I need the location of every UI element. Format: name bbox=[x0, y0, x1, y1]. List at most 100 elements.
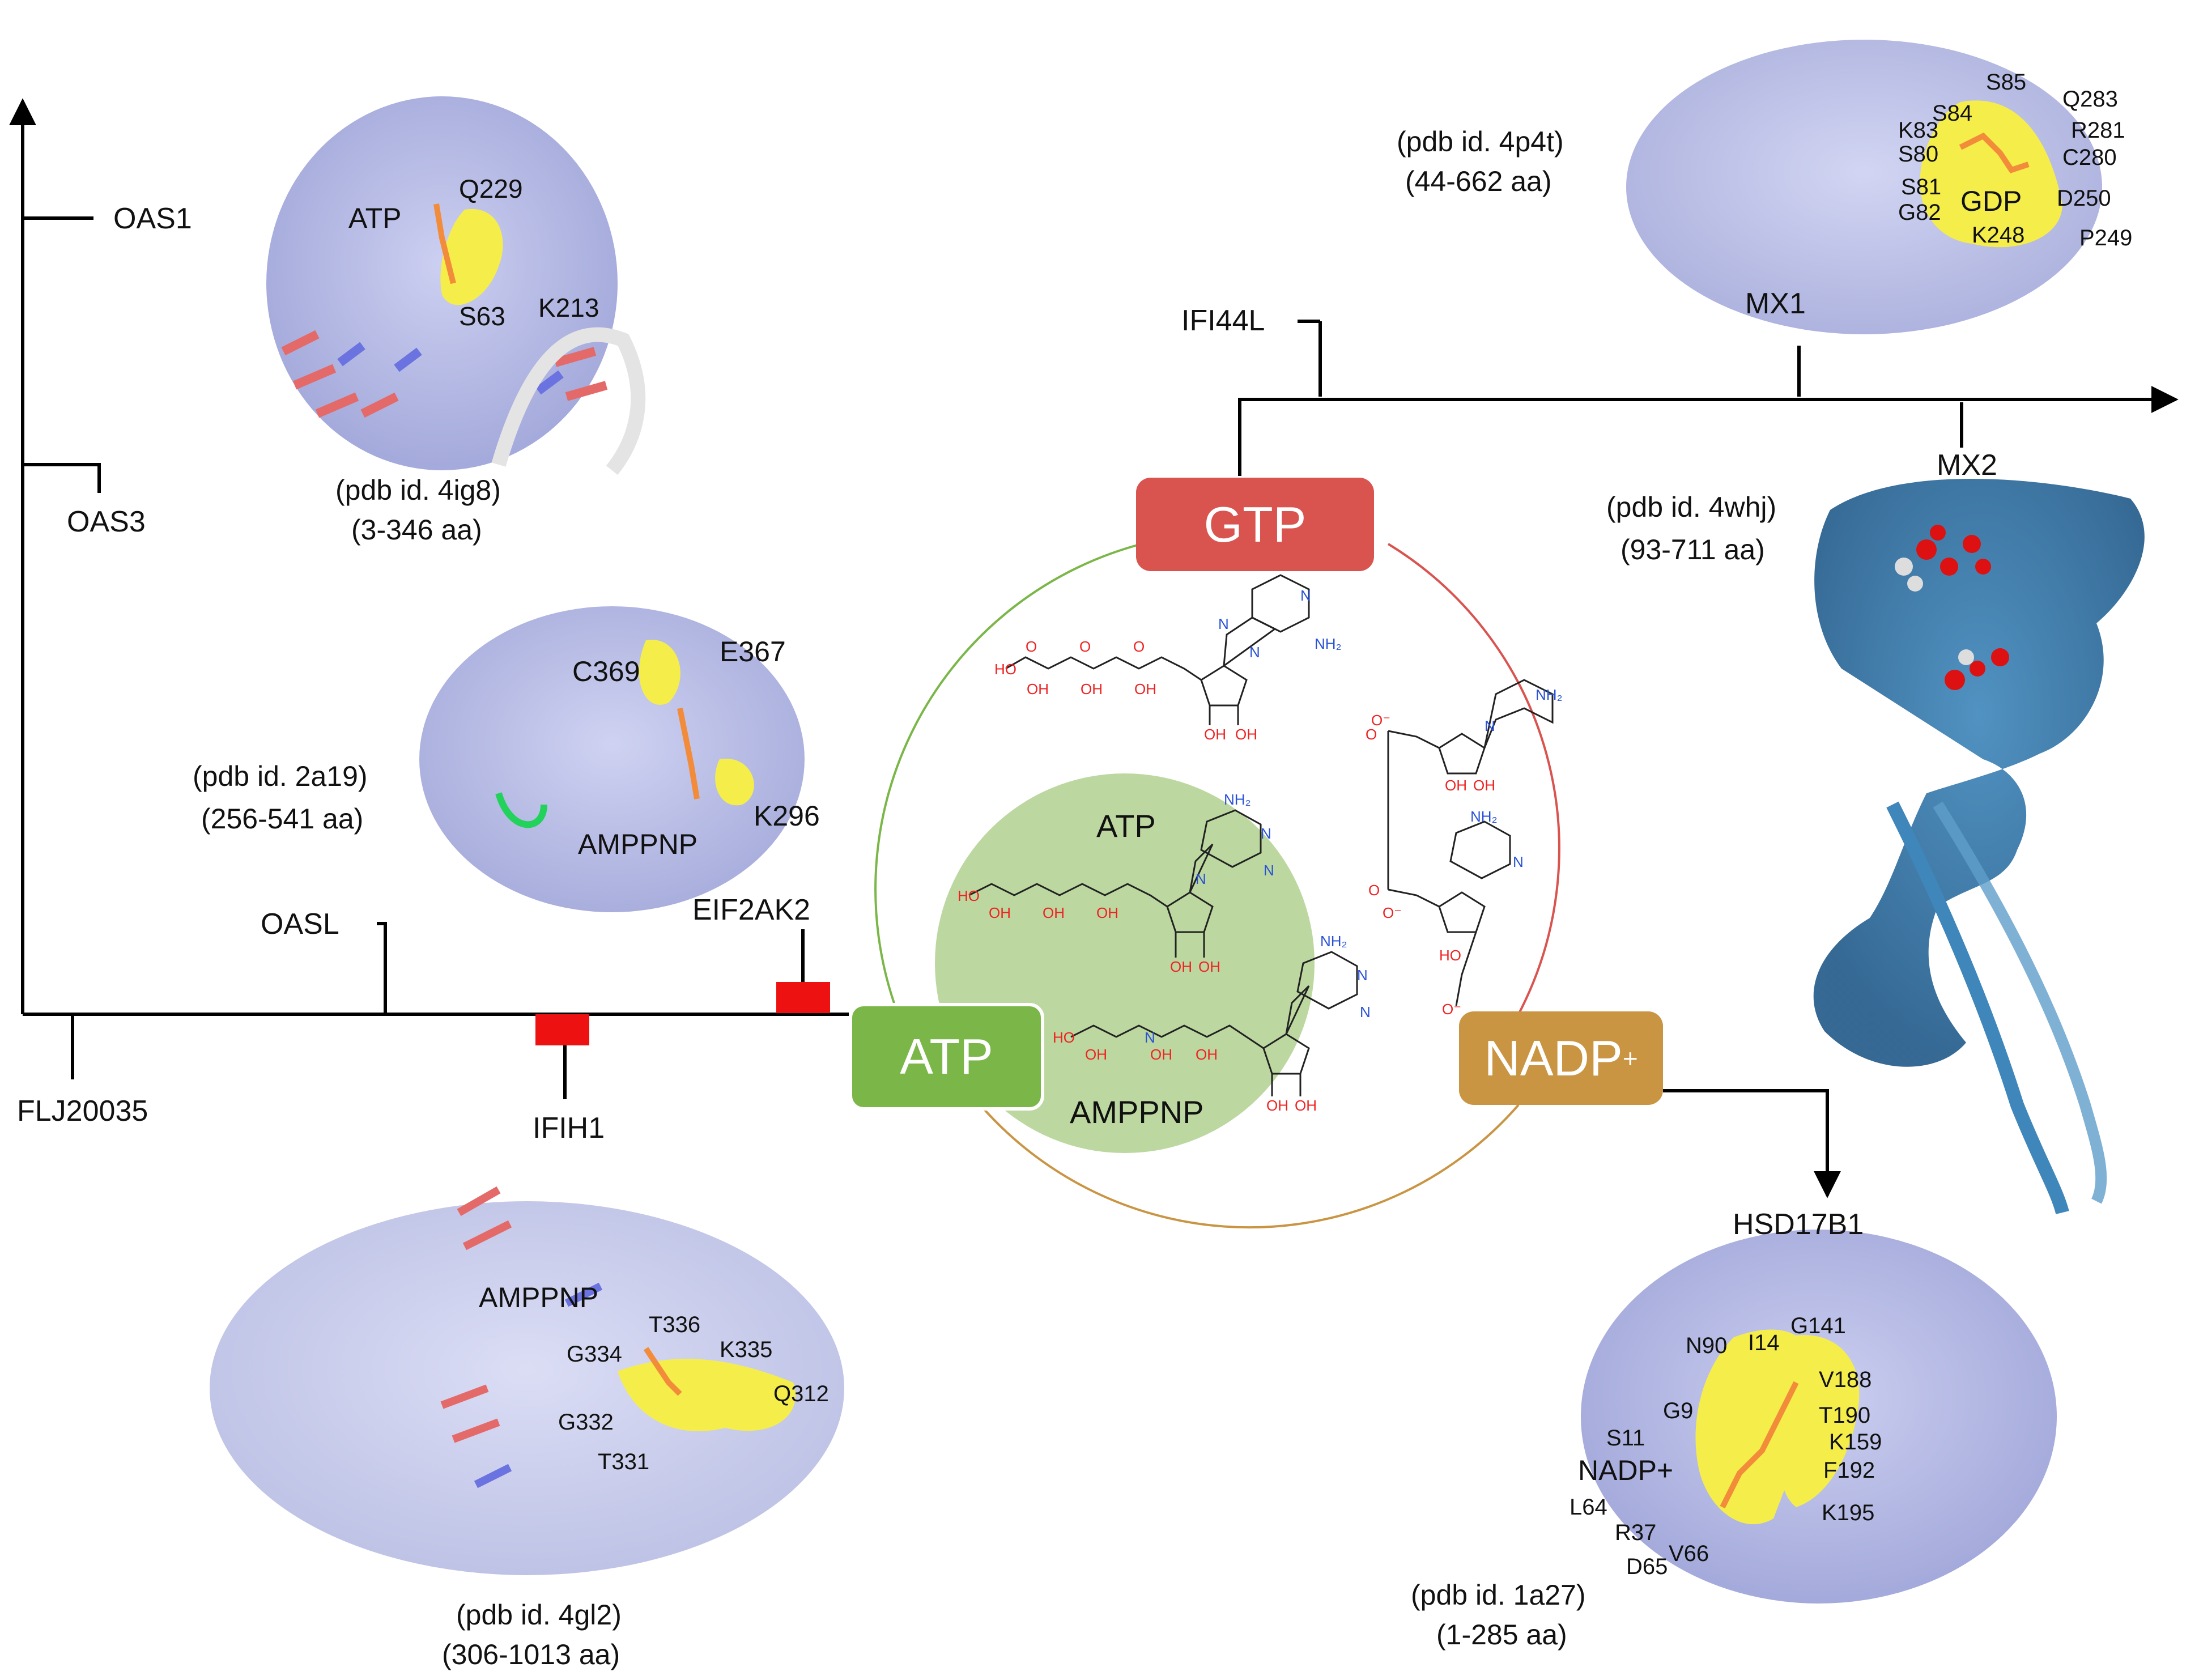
svg-text:O: O bbox=[1026, 638, 1037, 655]
mx1-residue: G82 bbox=[1898, 200, 1941, 225]
svg-text:O⁻: O⁻ bbox=[1383, 904, 1402, 921]
eif2ak2-residue: E367 bbox=[720, 636, 786, 667]
gtp-hub: GTP bbox=[1136, 478, 1374, 571]
hsd17b1-residue: K195 bbox=[1822, 1500, 1875, 1525]
amppnp-structure bbox=[1070, 951, 1358, 1096]
svg-text:OH: OH bbox=[1081, 680, 1103, 697]
mx2-pdb-id: (pdb id. 4whj) bbox=[1606, 491, 1777, 523]
central-circle bbox=[874, 543, 1560, 1229]
ifih1-residue: G332 bbox=[558, 1410, 614, 1435]
svg-text:O: O bbox=[1366, 726, 1377, 743]
hsd17b1-ligand: NADP+ bbox=[1578, 1454, 1674, 1486]
svg-text:OH: OH bbox=[1096, 904, 1118, 921]
hsd17b1-pdb-id: (pdb id. 1a27) bbox=[1411, 1579, 1586, 1611]
ifih1-pdb-id: (pdb id. 4gl2) bbox=[456, 1599, 622, 1631]
svg-text:OH: OH bbox=[1445, 777, 1467, 794]
gene-eif2ak2: EIF2AK2 bbox=[692, 894, 811, 926]
ifih1-residue: T331 bbox=[598, 1449, 650, 1474]
hsd17b1-residue: K159 bbox=[1829, 1430, 1882, 1454]
svg-text:N: N bbox=[1261, 825, 1271, 842]
eif2ak2-aa-range: (256-541 aa) bbox=[201, 803, 364, 835]
svg-text:OH: OH bbox=[1196, 1046, 1218, 1063]
svg-text:N: N bbox=[1513, 853, 1524, 870]
svg-text:N: N bbox=[1360, 1003, 1371, 1020]
atp-hub-label: ATP bbox=[900, 1028, 993, 1084]
svg-text:N: N bbox=[1300, 587, 1311, 604]
svg-text:OH: OH bbox=[1266, 1097, 1288, 1114]
gene-oasl: OASL bbox=[261, 908, 339, 941]
svg-text:HO: HO bbox=[1439, 947, 1461, 964]
atp-structure bbox=[968, 809, 1262, 958]
mx1-residue: R281 bbox=[2071, 118, 2125, 143]
hsd17b1-residue: S11 bbox=[1606, 1426, 1645, 1451]
svg-text:OH: OH bbox=[1043, 904, 1065, 921]
mx1-residue: S80 bbox=[1898, 142, 1939, 167]
center-atp-label: ATP bbox=[1096, 808, 1156, 844]
nadp-structure bbox=[1387, 679, 1554, 1006]
svg-text:OH: OH bbox=[1204, 726, 1226, 743]
mx1-residue: D250 bbox=[2057, 186, 2111, 211]
hsd17b1-residue: N90 bbox=[1686, 1333, 1728, 1358]
svg-text:N: N bbox=[1264, 862, 1274, 879]
hsd17b1-residue: D65 bbox=[1626, 1554, 1668, 1579]
svg-text:OH: OH bbox=[989, 904, 1011, 921]
amppnp-phosphates: HO OH OH OH OH OH bbox=[1053, 1029, 1317, 1114]
eif2ak2-residue: K296 bbox=[754, 800, 820, 832]
hsd17b1-residue: V188 bbox=[1819, 1367, 1872, 1392]
svg-text:NH₂: NH₂ bbox=[1320, 933, 1347, 950]
oas1-ligand: ATP bbox=[348, 202, 402, 234]
svg-text:NH₂: NH₂ bbox=[1224, 791, 1251, 808]
gene-oas1: OAS1 bbox=[113, 202, 192, 235]
hub-markers bbox=[535, 982, 830, 1045]
ifih1-structure bbox=[210, 1186, 844, 1575]
svg-text:OH: OH bbox=[1150, 1046, 1172, 1063]
gtp-structure bbox=[1005, 574, 1310, 725]
svg-text:OH: OH bbox=[1170, 958, 1192, 975]
svg-text:O⁻: O⁻ bbox=[1371, 712, 1390, 729]
gene-ifih1: IFIH1 bbox=[533, 1112, 605, 1145]
svg-text:NH₂: NH₂ bbox=[1470, 808, 1498, 825]
svg-text:O: O bbox=[1133, 638, 1145, 655]
hsd17b1-residue: R37 bbox=[1615, 1520, 1657, 1545]
svg-text:NH₂: NH₂ bbox=[1315, 635, 1342, 652]
nadp-hub: NADP+ bbox=[1459, 1011, 1663, 1105]
nadp-labels: O⁻ O O O⁻ OH OH HO O⁻ N NH₂ NH₂ N bbox=[1366, 686, 1563, 1018]
ifih1-aa-range: (306-1013 aa) bbox=[442, 1639, 620, 1670]
ifih1-ligand: AMPPNP bbox=[479, 1282, 599, 1313]
mx1-residue: S84 bbox=[1932, 101, 1973, 126]
svg-text:NH₂: NH₂ bbox=[1536, 686, 1563, 703]
mx2-aa-range: (93-711 aa) bbox=[1620, 534, 1765, 565]
ifih1-residue: G334 bbox=[567, 1342, 622, 1367]
svg-text:O: O bbox=[1079, 638, 1091, 655]
mx1-ligand: GDP bbox=[1960, 185, 2022, 217]
eif2ak2-ligand: AMPPNP bbox=[578, 828, 698, 860]
oas1-residue: Q229 bbox=[459, 174, 523, 203]
ifih1-residue: K335 bbox=[720, 1337, 773, 1362]
mx1-pdb-id: (pdb id. 4p4t) bbox=[1397, 126, 1564, 158]
left-axis bbox=[8, 98, 849, 1099]
svg-text:HO: HO bbox=[1053, 1029, 1075, 1046]
right-axis bbox=[1238, 320, 2179, 1198]
svg-text:OH: OH bbox=[1235, 726, 1257, 743]
nadp-hub-superscript: + bbox=[1622, 1043, 1638, 1073]
mx1-residue: Q283 bbox=[2062, 87, 2118, 112]
mx2-structure bbox=[1813, 479, 2145, 1215]
hsd17b1-residue: V66 bbox=[1669, 1541, 1709, 1566]
gene-mx2: MX2 bbox=[1937, 449, 1997, 482]
svg-text:O: O bbox=[1368, 882, 1380, 899]
oas1-pdb-id: (pdb id. 4ig8) bbox=[335, 474, 501, 506]
oas1-residue: K213 bbox=[538, 293, 599, 322]
hsd17b1-residue: I14 bbox=[1748, 1330, 1780, 1355]
mx1-residue: S85 bbox=[1986, 70, 2027, 95]
svg-text:OH: OH bbox=[1134, 680, 1156, 697]
ifih1-residue: Q312 bbox=[773, 1381, 829, 1406]
svg-text:OH: OH bbox=[1085, 1046, 1107, 1063]
gene-flj20035: FLJ20035 bbox=[17, 1095, 148, 1128]
svg-text:OH: OH bbox=[1198, 958, 1220, 975]
svg-text:OH: OH bbox=[1295, 1097, 1317, 1114]
mx1-residue: K248 bbox=[1972, 223, 2025, 248]
